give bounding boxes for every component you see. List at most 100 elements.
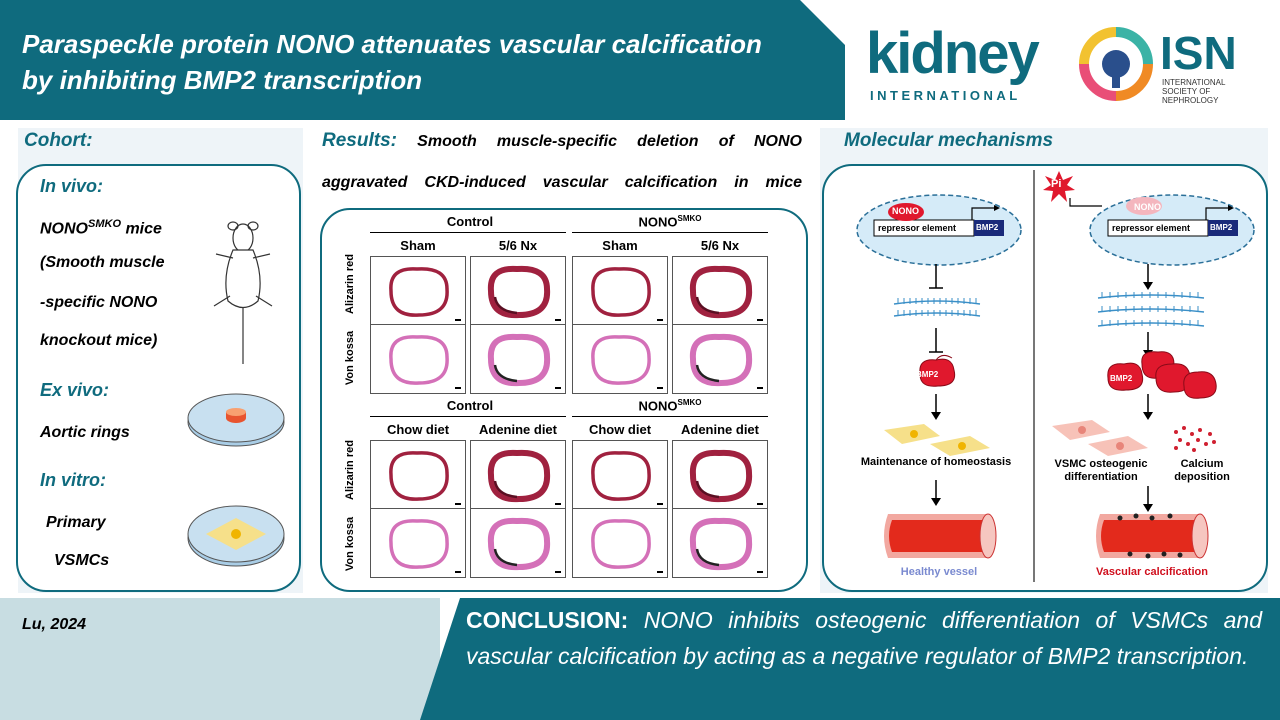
top-col-4: 5/6 Nx [700, 238, 740, 253]
title-line-1: Paraspeckle protein NONO attenuates vasc… [22, 29, 762, 59]
author-citation: Lu, 2024 [22, 616, 87, 633]
histology-tile [470, 324, 566, 394]
histology-tile [370, 440, 466, 510]
kidney-international-logo: kidney INTERNATIONAL [866, 21, 1056, 108]
mechanism-panel: Molecular mechanisms NONO repressor elem… [820, 128, 1268, 593]
aorta-section-icon [487, 265, 561, 321]
mrna-right-icon [1097, 292, 1205, 327]
in-vivo-desc-1: (Smooth muscle [40, 254, 165, 271]
in-vivo-heading: In vivo: [40, 176, 104, 196]
conclusion: CONCLUSION: NONO inhibits osteogenic dif… [466, 602, 1262, 674]
mouse-icon [213, 221, 273, 364]
down-arrow-left-2-icon [931, 480, 941, 506]
histology-tile [672, 508, 768, 578]
aorta-section-icon [689, 333, 763, 389]
in-vivo-desc-2: -specific NONO [40, 294, 158, 311]
aorta-section-icon [591, 335, 663, 389]
bmp2-gene-right: BMP2 [1210, 223, 1233, 232]
top-row-label-vonkossa: Von kossa [344, 330, 356, 386]
histology-tile [672, 324, 768, 394]
footer-left-band [0, 598, 440, 720]
mechanism-divider [1033, 170, 1035, 582]
calcified-vessel-icon [1096, 513, 1209, 559]
nucleus-right-icon [1069, 194, 1255, 266]
histology-tile [572, 508, 668, 578]
mechanism-title: Molecular mechanisms [844, 130, 1054, 151]
pi-label: Pi [1051, 178, 1062, 190]
results-line-2: aggravated CKD-induced vascular calcific… [322, 174, 802, 191]
healthy-vessel-label: Healthy vessel [900, 566, 978, 578]
histology-tile [370, 508, 466, 578]
top-group-control-line [370, 232, 566, 233]
in-vitro-text-1: Primary [46, 514, 106, 531]
aorta-section-icon [689, 517, 763, 573]
aorta-section-icon [487, 517, 561, 573]
in-vitro-heading: In vitro: [40, 470, 106, 490]
nono-label-right: NONO [1134, 202, 1161, 212]
histology-tile [672, 440, 768, 510]
aorta-section-icon [389, 451, 461, 505]
histology-tile [572, 440, 668, 510]
bottom-col-1: Chow diet [386, 422, 450, 437]
in-vitro-text-2: VSMCs [54, 552, 110, 569]
bmp2-protein-left-label: BMP2 [916, 370, 939, 379]
repressor-label-right: repressor element [1112, 223, 1191, 233]
repressor-label-left: repressor element [878, 223, 957, 233]
down-arrow-right-3-icon [1143, 394, 1153, 420]
isn-emblem-icon [1079, 27, 1153, 101]
histology-tile [470, 508, 566, 578]
bottom-group-control: Control [446, 398, 494, 413]
histology-tile [370, 256, 466, 326]
histology-tile [572, 324, 668, 394]
pi-burst-icon [1043, 171, 1075, 202]
in-vivo-desc-3: knockout mice) [40, 332, 158, 349]
bottom-row-label-vonkossa: Von kossa [344, 516, 356, 572]
calcium-deposition-label: Calcium deposition [1174, 458, 1230, 483]
journal-subname: INTERNATIONAL [870, 88, 1021, 103]
vascular-calcification-label: Vascular calcification [1096, 566, 1208, 578]
conclusion-text: NONO inhibits osteogenic differentiation… [466, 607, 1262, 669]
top-col-1: Sham [400, 238, 436, 253]
petri-dish-cell-icon [187, 505, 285, 567]
nono-label-left: NONO [892, 206, 919, 216]
bottom-group-control-line [370, 416, 566, 417]
aorta-section-icon [487, 333, 561, 389]
mrna-left-icon [893, 298, 981, 317]
down-arrow-left-1-icon [931, 394, 941, 420]
footer-right-band [420, 598, 1280, 720]
inhibit-arrow-1-icon [929, 264, 943, 289]
top-group-nono: NONOSMKO [638, 214, 702, 230]
top-col-2: 5/6 Nx [498, 238, 538, 253]
in-vivo-model: NONOSMKO mice [40, 218, 162, 238]
aorta-section-icon [389, 335, 461, 389]
isn-logo: ISN INTERNATIONAL SOCIETY OF NEPHROLOGY [1078, 26, 1268, 105]
top-group-control: Control [446, 214, 494, 229]
histology-tile [470, 440, 566, 510]
vsmc-osteogenic-label: VSMC osteogenic differentiation [1054, 458, 1148, 483]
aorta-section-icon [389, 267, 461, 321]
bmp2-gene-left: BMP2 [976, 223, 999, 232]
bottom-group-nono: NONOSMKO [638, 398, 702, 414]
bmp2-protein-left-icon [919, 354, 956, 387]
osteogenic-cells-icon [1052, 420, 1148, 456]
society-full-name: INTERNATIONAL SOCIETY OF NEPHROLOGY [1162, 78, 1226, 105]
bottom-group-nono-line [572, 416, 768, 417]
aorta-section-icon [689, 265, 763, 321]
page-title: Paraspeckle protein NONO attenuates vasc… [22, 26, 822, 98]
petri-dish-ring-icon [187, 393, 285, 447]
aorta-section-icon [591, 451, 663, 505]
histology-tile [370, 324, 466, 394]
cohort-panel: Cohort: In vivo: NONOSMKO mice (Smooth m… [16, 128, 303, 593]
aorta-section-icon [591, 519, 663, 573]
results-label: Results: [322, 130, 397, 151]
inhibit-arrow-2-icon [929, 328, 943, 353]
cohort-title: Cohort: [24, 130, 93, 151]
nucleus-left-icon [856, 194, 1022, 266]
histology-tile [672, 256, 768, 326]
bottom-row-label-alizarin: Alizarin red [344, 440, 356, 500]
bottom-col-2: Adenine diet [478, 422, 557, 437]
aorta-section-icon [487, 449, 561, 505]
bmp2-protein-right-label: BMP2 [1110, 374, 1133, 383]
conclusion-label: CONCLUSION: [466, 607, 629, 633]
histology-tile [572, 256, 668, 326]
